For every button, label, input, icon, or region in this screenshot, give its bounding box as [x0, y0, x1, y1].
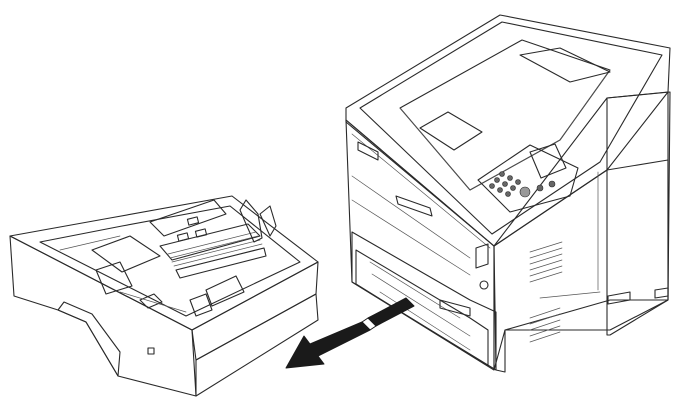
- pull-direction-arrow: [285, 297, 415, 369]
- paper-cassette-illustration: [9, 195, 319, 397]
- printer-illustration: [345, 14, 671, 373]
